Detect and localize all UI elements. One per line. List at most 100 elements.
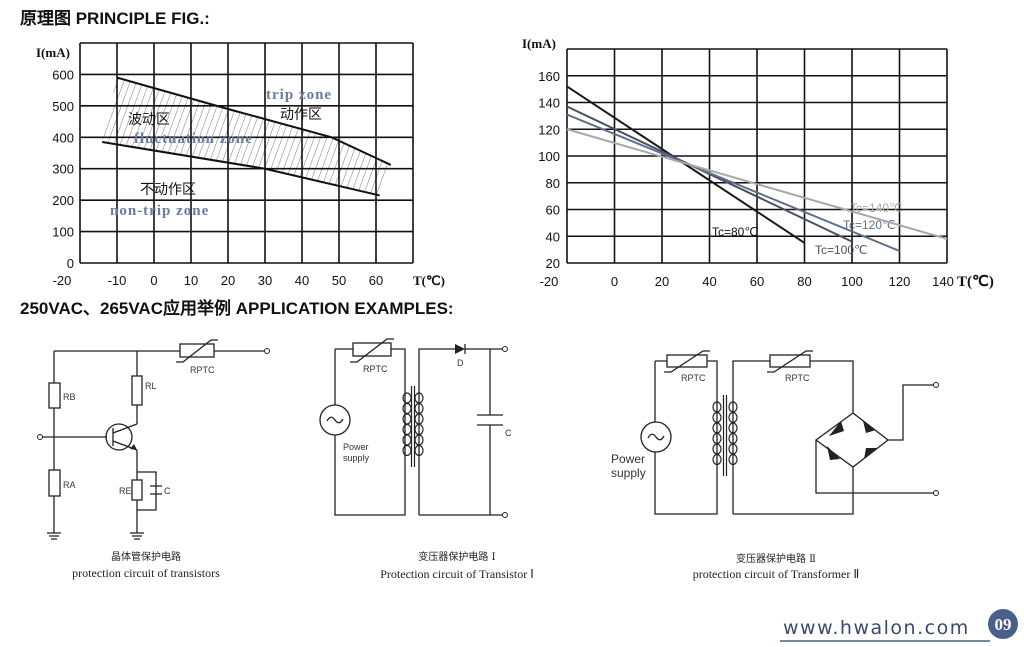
rb-label: RB <box>63 392 76 402</box>
series-line-2 <box>566 113 900 252</box>
non-trip-zone-label: non-trip zone <box>110 203 209 219</box>
supply-label: supply <box>611 466 646 480</box>
trip-zone-label: trip zone <box>266 87 332 103</box>
x-tick-label: -20 <box>53 273 72 288</box>
y-axis-label: I(mA) <box>36 45 70 60</box>
footer: www.hwalon.com 09 <box>780 609 1018 642</box>
ground-icon <box>130 532 144 540</box>
ground-icon <box>47 532 61 540</box>
rptc-label: RPTC <box>190 365 215 375</box>
ac-source-icon <box>640 421 672 453</box>
boundary-line-1 <box>102 141 380 197</box>
coil-turn <box>402 402 412 415</box>
y-tick-label: 200 <box>52 193 74 208</box>
rptc-label: RPTC <box>363 364 388 374</box>
caption-cn: 晶体管保护电路 <box>111 550 181 563</box>
transformer-protection-circuit-1: RPTC D C Power supply 变压器保护电路 Ⅰ Protecti… <box>319 338 534 581</box>
c-label: C <box>164 486 171 496</box>
x-tick-label: 40 <box>702 274 716 289</box>
terminal <box>37 434 43 440</box>
power-label: Power <box>611 452 645 466</box>
x-tick-label: 80 <box>797 274 811 289</box>
transistor-symbol <box>105 423 133 451</box>
x-tick-label: -20 <box>540 274 559 289</box>
x-tick-label: 10 <box>184 273 198 288</box>
terminal <box>933 382 939 388</box>
ptc-thermistor <box>179 343 215 358</box>
x-tick-label: 0 <box>611 274 618 289</box>
fluctuation-zone-label: fluctuation zone <box>134 131 253 147</box>
y-tick-label: 160 <box>538 69 560 84</box>
caption-cn: 变压器保护电路 Ⅱ <box>736 552 816 565</box>
transistor-protection-circuit: RPTC RB RL RA RE C 晶体管保护电路 protection ci… <box>37 339 270 580</box>
coil-turn <box>728 453 738 466</box>
x-axis-label: T(℃) <box>413 273 445 288</box>
x-tick-label: 50 <box>332 273 346 288</box>
terminal <box>933 490 939 496</box>
y-tick-label: 500 <box>52 99 74 114</box>
caption-en: protection circuit of Transformer Ⅱ <box>693 567 860 581</box>
x-tick-label: -10 <box>108 273 127 288</box>
d-label: D <box>457 358 464 368</box>
rptc-label: RPTC <box>785 373 810 383</box>
y-tick-label: 600 <box>52 67 74 82</box>
transformer-protection-circuit-2: RPTC RPTC Power supply 变压器保护电路 Ⅱ protect… <box>611 350 939 581</box>
ptc-thermistor <box>352 342 392 357</box>
transformer-icon <box>402 386 424 467</box>
ptc-thermistor <box>666 354 708 368</box>
terminal <box>502 346 508 352</box>
y-tick-label: 40 <box>546 229 560 244</box>
ptc-thermistor <box>769 354 811 368</box>
coil-turn <box>402 444 412 457</box>
caption-en: protection circuit of transistors <box>72 566 220 580</box>
rptc-label: RPTC <box>681 373 706 383</box>
caption-cn: 变压器保护电路 Ⅰ <box>418 550 495 563</box>
boundary-line-0 <box>116 76 392 166</box>
y-tick-label: 100 <box>538 149 560 164</box>
series-label: Tc=80℃ <box>712 225 758 239</box>
terminal <box>264 348 270 354</box>
y-tick-label: 100 <box>52 225 74 240</box>
non-trip-zone-cn-label: 不动作区 <box>140 182 196 198</box>
ra-label: RA <box>63 480 76 490</box>
website-link[interactable]: www.hwalon.com <box>783 617 970 639</box>
series-label: Tc=100℃ <box>815 243 868 257</box>
y-tick-label: 20 <box>546 256 560 271</box>
resistor-rl <box>131 375 143 406</box>
resistor-ra <box>48 469 61 497</box>
x-tick-label: 120 <box>889 274 911 289</box>
x-tick-label: 20 <box>221 273 235 288</box>
c-label: C <box>505 428 512 438</box>
y-tick-label: 300 <box>52 162 74 177</box>
x-tick-label: 100 <box>841 274 863 289</box>
y-tick-label: 400 <box>52 130 74 145</box>
caption-en: Protection circuit of Transistor Ⅰ <box>380 567 534 581</box>
resistor-rb <box>48 382 61 409</box>
y-tick-label: 60 <box>546 203 560 218</box>
y-tick-label: 140 <box>538 96 560 111</box>
coil-turn <box>712 453 722 466</box>
x-tick-label: 20 <box>655 274 669 289</box>
y-tick-label: 0 <box>67 256 74 271</box>
fluctuation-zone-cn-label: 波动区 <box>128 112 170 128</box>
coil-turn <box>402 423 412 436</box>
y-axis-label: I(mA) <box>522 36 556 51</box>
diode-icon <box>455 344 465 354</box>
bridge-rectifier-icon <box>827 421 877 460</box>
coil-turn <box>402 434 412 446</box>
principle-title: 原理图 PRINCIPLE FIG.: <box>20 9 210 28</box>
x-tick-label: 140 <box>932 274 954 289</box>
y-tick-label: 120 <box>538 122 560 137</box>
transformer-icon <box>712 395 738 476</box>
series-label: Tc=140℃ <box>850 201 903 215</box>
ac-source-icon <box>319 404 351 436</box>
transformer-core <box>722 395 728 476</box>
rl-label: RL <box>145 381 157 391</box>
x-tick-label: 0 <box>150 273 157 288</box>
x-axis-label: T(℃) <box>957 274 994 290</box>
terminal <box>502 512 508 518</box>
x-tick-label: 60 <box>369 273 383 288</box>
